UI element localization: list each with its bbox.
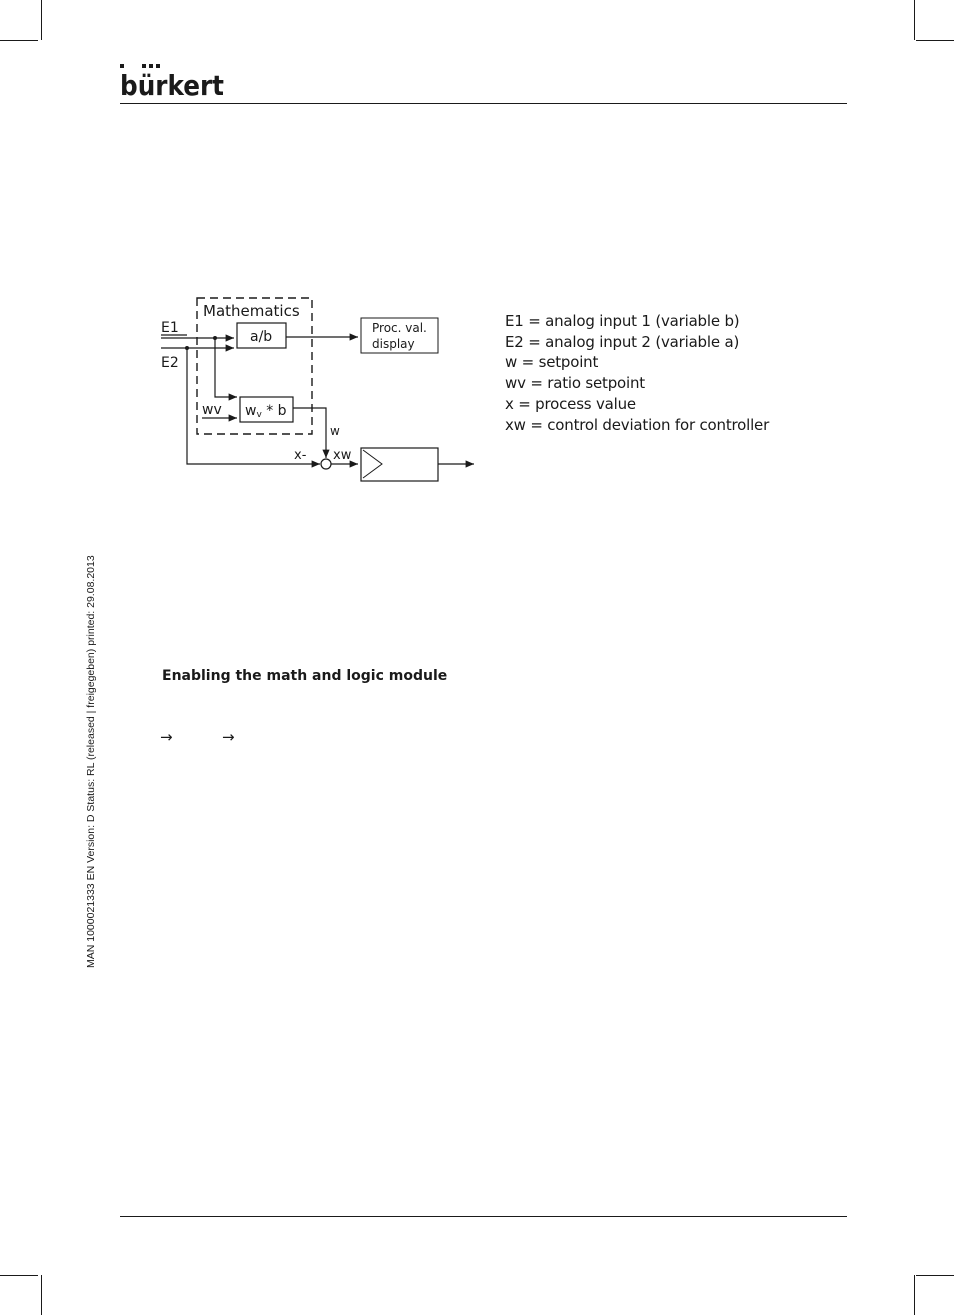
display-label-line1: Proc. val. (372, 321, 427, 335)
display-label-line2: display (372, 337, 415, 351)
footer-rule (120, 1216, 847, 1217)
input-wv-label: wv (202, 402, 222, 418)
crop-mark (0, 40, 38, 41)
diagram-legend: E1 = analog input 1 (variable b) E2 = an… (505, 311, 795, 435)
document-info-vertical: MAN 1000021333 EN Version: D Status: RL … (85, 555, 97, 968)
legend-item: x = process value (505, 394, 636, 413)
product-block (239, 396, 294, 423)
crop-mark (914, 1275, 915, 1315)
legend-item: xw = control deviation for controller (505, 415, 770, 434)
crop-mark (41, 1275, 42, 1315)
crop-mark (916, 40, 954, 41)
ratio-block-label: a/b (250, 329, 272, 345)
ratio-block (236, 322, 287, 349)
product-block-label: wv * b (245, 403, 287, 420)
signal-xw-label: xw (333, 448, 352, 463)
legend-item: E1 = analog input 1 (variable b) (505, 312, 740, 330)
process-value-display (360, 317, 439, 354)
input-e2-label: E2 (161, 355, 179, 371)
controller-block (360, 447, 439, 482)
legend-item: wv = ratio setpoint (505, 374, 645, 393)
signal-w-label: w (330, 424, 340, 438)
legend-item: w = setpoint (505, 353, 599, 372)
ratio-control-diagram: Mathematics E1 E2 a/b Proc. val. display… (161, 297, 474, 482)
header-rule (120, 103, 847, 104)
section-heading: Enabling the math and logic module (162, 668, 448, 684)
crop-mark (916, 1275, 954, 1276)
arrow-icon: → (160, 728, 173, 746)
summing-junction (320, 458, 332, 470)
legend-item: E2 = analog input 2 (variable a) (505, 332, 740, 351)
signal-x-label: x- (294, 448, 307, 463)
arrow-icon: → (222, 728, 235, 746)
burkert-logo: bürkert (120, 64, 224, 98)
input-e1-label: E1 (161, 320, 179, 336)
crop-mark (0, 1275, 38, 1276)
mathematics-label: Mathematics (203, 302, 300, 320)
mathematics-block (196, 297, 313, 435)
crop-mark (914, 0, 915, 40)
crop-mark (41, 0, 42, 40)
svg-text:bürkert: bürkert (120, 69, 224, 98)
